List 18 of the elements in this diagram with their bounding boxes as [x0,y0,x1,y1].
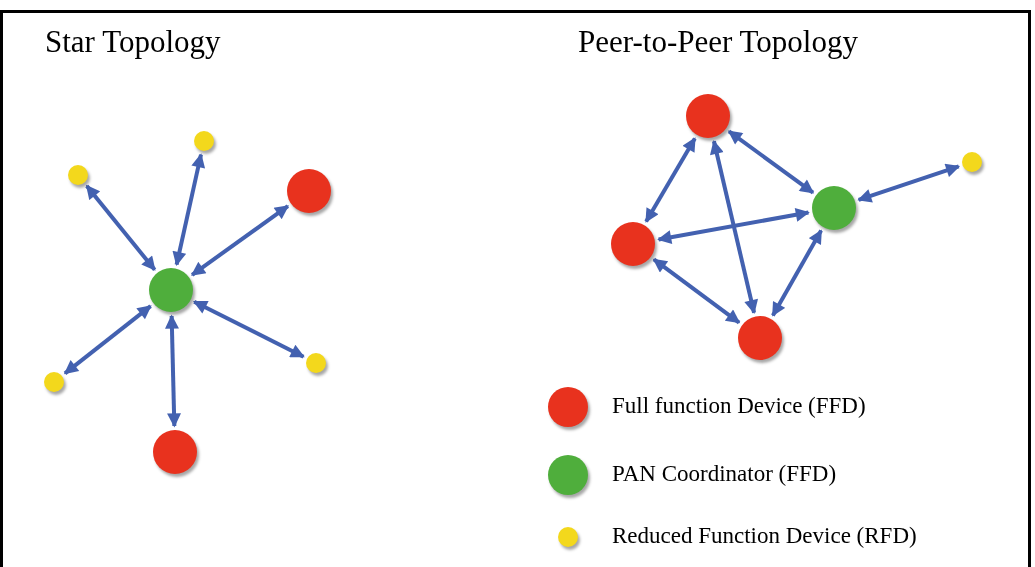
double-arrow [164,314,182,428]
topology-heading: Star Topology [45,23,221,61]
double-arrow [652,257,741,325]
double-arrow [657,207,810,245]
double-arrow [710,139,758,315]
legend-text: Full function Device (FFD) [612,392,866,420]
double-arrow [727,129,815,195]
legend-text: Reduced Function Device (RFD) [612,522,917,550]
double-arrow [192,299,305,359]
double-arrow [172,153,206,266]
double-arrow [644,137,697,223]
double-arrow [771,229,823,317]
legend-text: PAN Coordinator (FFD) [612,460,837,488]
double-arrow [63,304,152,375]
topology-heading: Peer-to-Peer Topology [578,23,858,61]
double-arrow [190,204,290,277]
double-arrow [857,163,961,203]
double-arrow [85,184,157,272]
